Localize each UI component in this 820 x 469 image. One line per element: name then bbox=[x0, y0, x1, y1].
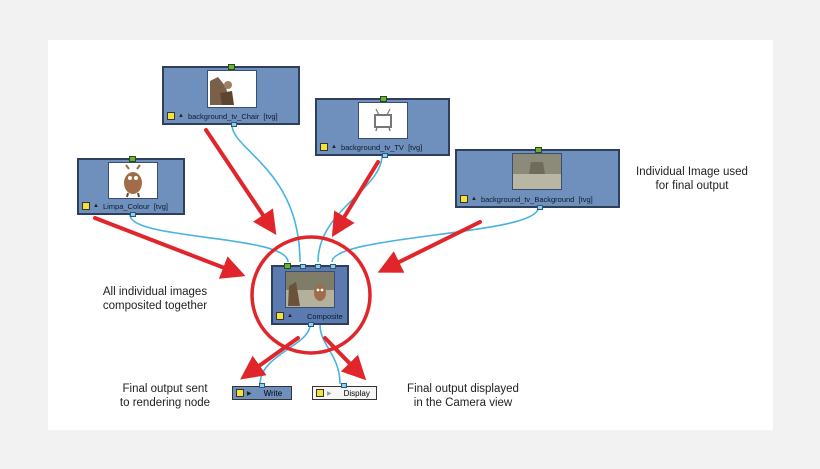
arrow-to-display bbox=[323, 336, 367, 381]
wire-limpa-to-composite bbox=[129, 214, 289, 263]
color-swatch-icon[interactable] bbox=[167, 112, 175, 120]
node-composite[interactable]: ▲ Composite bbox=[271, 263, 349, 327]
caption-line: Final output sent bbox=[122, 383, 208, 395]
input-port[interactable] bbox=[129, 156, 136, 162]
composite-name: Composite bbox=[306, 311, 343, 321]
node-background-tv-chair[interactable]: ▲ background_tv_Chair [tvg] bbox=[162, 64, 300, 127]
caption-final-output-displayed: Final output displayed in the Camera vie… bbox=[393, 382, 533, 410]
color-swatch-icon[interactable] bbox=[236, 389, 244, 397]
output-port[interactable] bbox=[382, 153, 388, 158]
arrow-tv bbox=[331, 160, 380, 238]
arrow-chair bbox=[204, 128, 277, 235]
color-swatch-icon[interactable] bbox=[276, 312, 284, 320]
color-swatch-icon[interactable] bbox=[82, 202, 90, 210]
wire-tv-to-composite bbox=[317, 154, 383, 263]
caption-line: to rendering node bbox=[119, 397, 211, 409]
background-image bbox=[513, 154, 561, 189]
input-port-4[interactable] bbox=[330, 264, 336, 269]
node-limpa-colour[interactable]: ▲ Limpa_Colour [tvg] bbox=[77, 156, 185, 217]
color-swatch-icon[interactable] bbox=[320, 143, 328, 151]
limpa-image bbox=[124, 164, 142, 198]
wire-chair-to-composite bbox=[231, 124, 301, 263]
input-port[interactable] bbox=[228, 64, 235, 70]
input-port-1[interactable] bbox=[284, 263, 291, 269]
composite-highlight-circle bbox=[250, 235, 372, 355]
write-name: Write bbox=[263, 388, 283, 398]
chair-tag: [tvg] bbox=[263, 111, 278, 121]
input-port-3[interactable] bbox=[315, 264, 321, 269]
background-name: background_tv_Background bbox=[480, 194, 575, 204]
input-port[interactable] bbox=[259, 383, 265, 388]
tv-thumbnail bbox=[358, 102, 408, 139]
background-thumbnail bbox=[512, 153, 562, 190]
caption-line: Final output displayed bbox=[407, 383, 519, 395]
caption-line: in the Camera view bbox=[413, 397, 513, 409]
chair-name: background_tv_Chair bbox=[187, 111, 260, 121]
composite-image bbox=[286, 272, 334, 307]
input-port[interactable] bbox=[341, 383, 347, 388]
output-port[interactable] bbox=[308, 322, 314, 327]
caption-line: Individual Image used bbox=[636, 166, 748, 178]
chair-thumbnail bbox=[207, 70, 257, 108]
tv-tag: [tvg] bbox=[408, 142, 423, 152]
node-background-tv-tv[interactable]: ▲ background_tv_TV [tvg] bbox=[315, 96, 450, 158]
arrow-to-write bbox=[240, 336, 300, 380]
caption-line: All individual images bbox=[102, 286, 208, 298]
caption-individual-image: Individual Image used for final output bbox=[622, 165, 762, 193]
composite-label: ▲ Composite bbox=[273, 310, 347, 322]
color-swatch-icon[interactable] bbox=[316, 389, 324, 397]
play-icon: ▶ bbox=[247, 390, 252, 397]
input-port[interactable] bbox=[380, 96, 387, 102]
arrow-background bbox=[377, 220, 482, 273]
node-write[interactable]: ▶ Write bbox=[232, 383, 292, 400]
caption-composited: All individual images composited togethe… bbox=[90, 285, 220, 313]
triangle-icon: ▲ bbox=[471, 196, 477, 202]
chair-label: ▲ background_tv_Chair [tvg] bbox=[164, 110, 298, 122]
tv-label: ▲ background_tv_TV [tvg] bbox=[317, 141, 448, 153]
node-display[interactable]: ▶ Display bbox=[312, 383, 377, 400]
output-port[interactable] bbox=[130, 212, 136, 217]
display-name: Display bbox=[343, 388, 370, 398]
limpa-label: ▲ Limpa_Colour [tvg] bbox=[79, 200, 183, 212]
chair-image bbox=[210, 77, 234, 105]
triangle-icon: ▲ bbox=[331, 144, 337, 150]
background-tag: [tvg] bbox=[578, 194, 593, 204]
limpa-thumbnail bbox=[108, 162, 158, 199]
triangle-icon: ▲ bbox=[178, 113, 184, 119]
wire-background-to-composite bbox=[331, 207, 539, 263]
caption-line: for final output bbox=[655, 180, 729, 192]
tv-name: background_tv_TV bbox=[340, 142, 404, 152]
output-port[interactable] bbox=[231, 122, 237, 127]
background-label: ▲ background_tv_Background [tvg] bbox=[457, 193, 618, 205]
arrow-limpa bbox=[93, 216, 246, 279]
limpa-tag: [tvg] bbox=[153, 201, 169, 211]
triangle-icon: ▲ bbox=[287, 313, 293, 319]
play-icon: ▶ bbox=[327, 390, 332, 397]
color-swatch-icon[interactable] bbox=[460, 195, 468, 203]
tv-image bbox=[374, 108, 392, 132]
node-background-tv-background[interactable]: ▲ background_tv_Background [tvg] bbox=[455, 147, 620, 210]
triangle-icon: ▲ bbox=[93, 203, 99, 209]
output-port[interactable] bbox=[537, 205, 543, 210]
caption-final-output-sent: Final output sent to rendering node bbox=[105, 382, 225, 410]
input-port[interactable] bbox=[535, 147, 542, 153]
caption-line: composited together bbox=[102, 300, 208, 312]
limpa-name: Limpa_Colour bbox=[102, 201, 150, 211]
composite-thumbnail bbox=[285, 271, 335, 308]
input-port-2[interactable] bbox=[300, 264, 306, 269]
